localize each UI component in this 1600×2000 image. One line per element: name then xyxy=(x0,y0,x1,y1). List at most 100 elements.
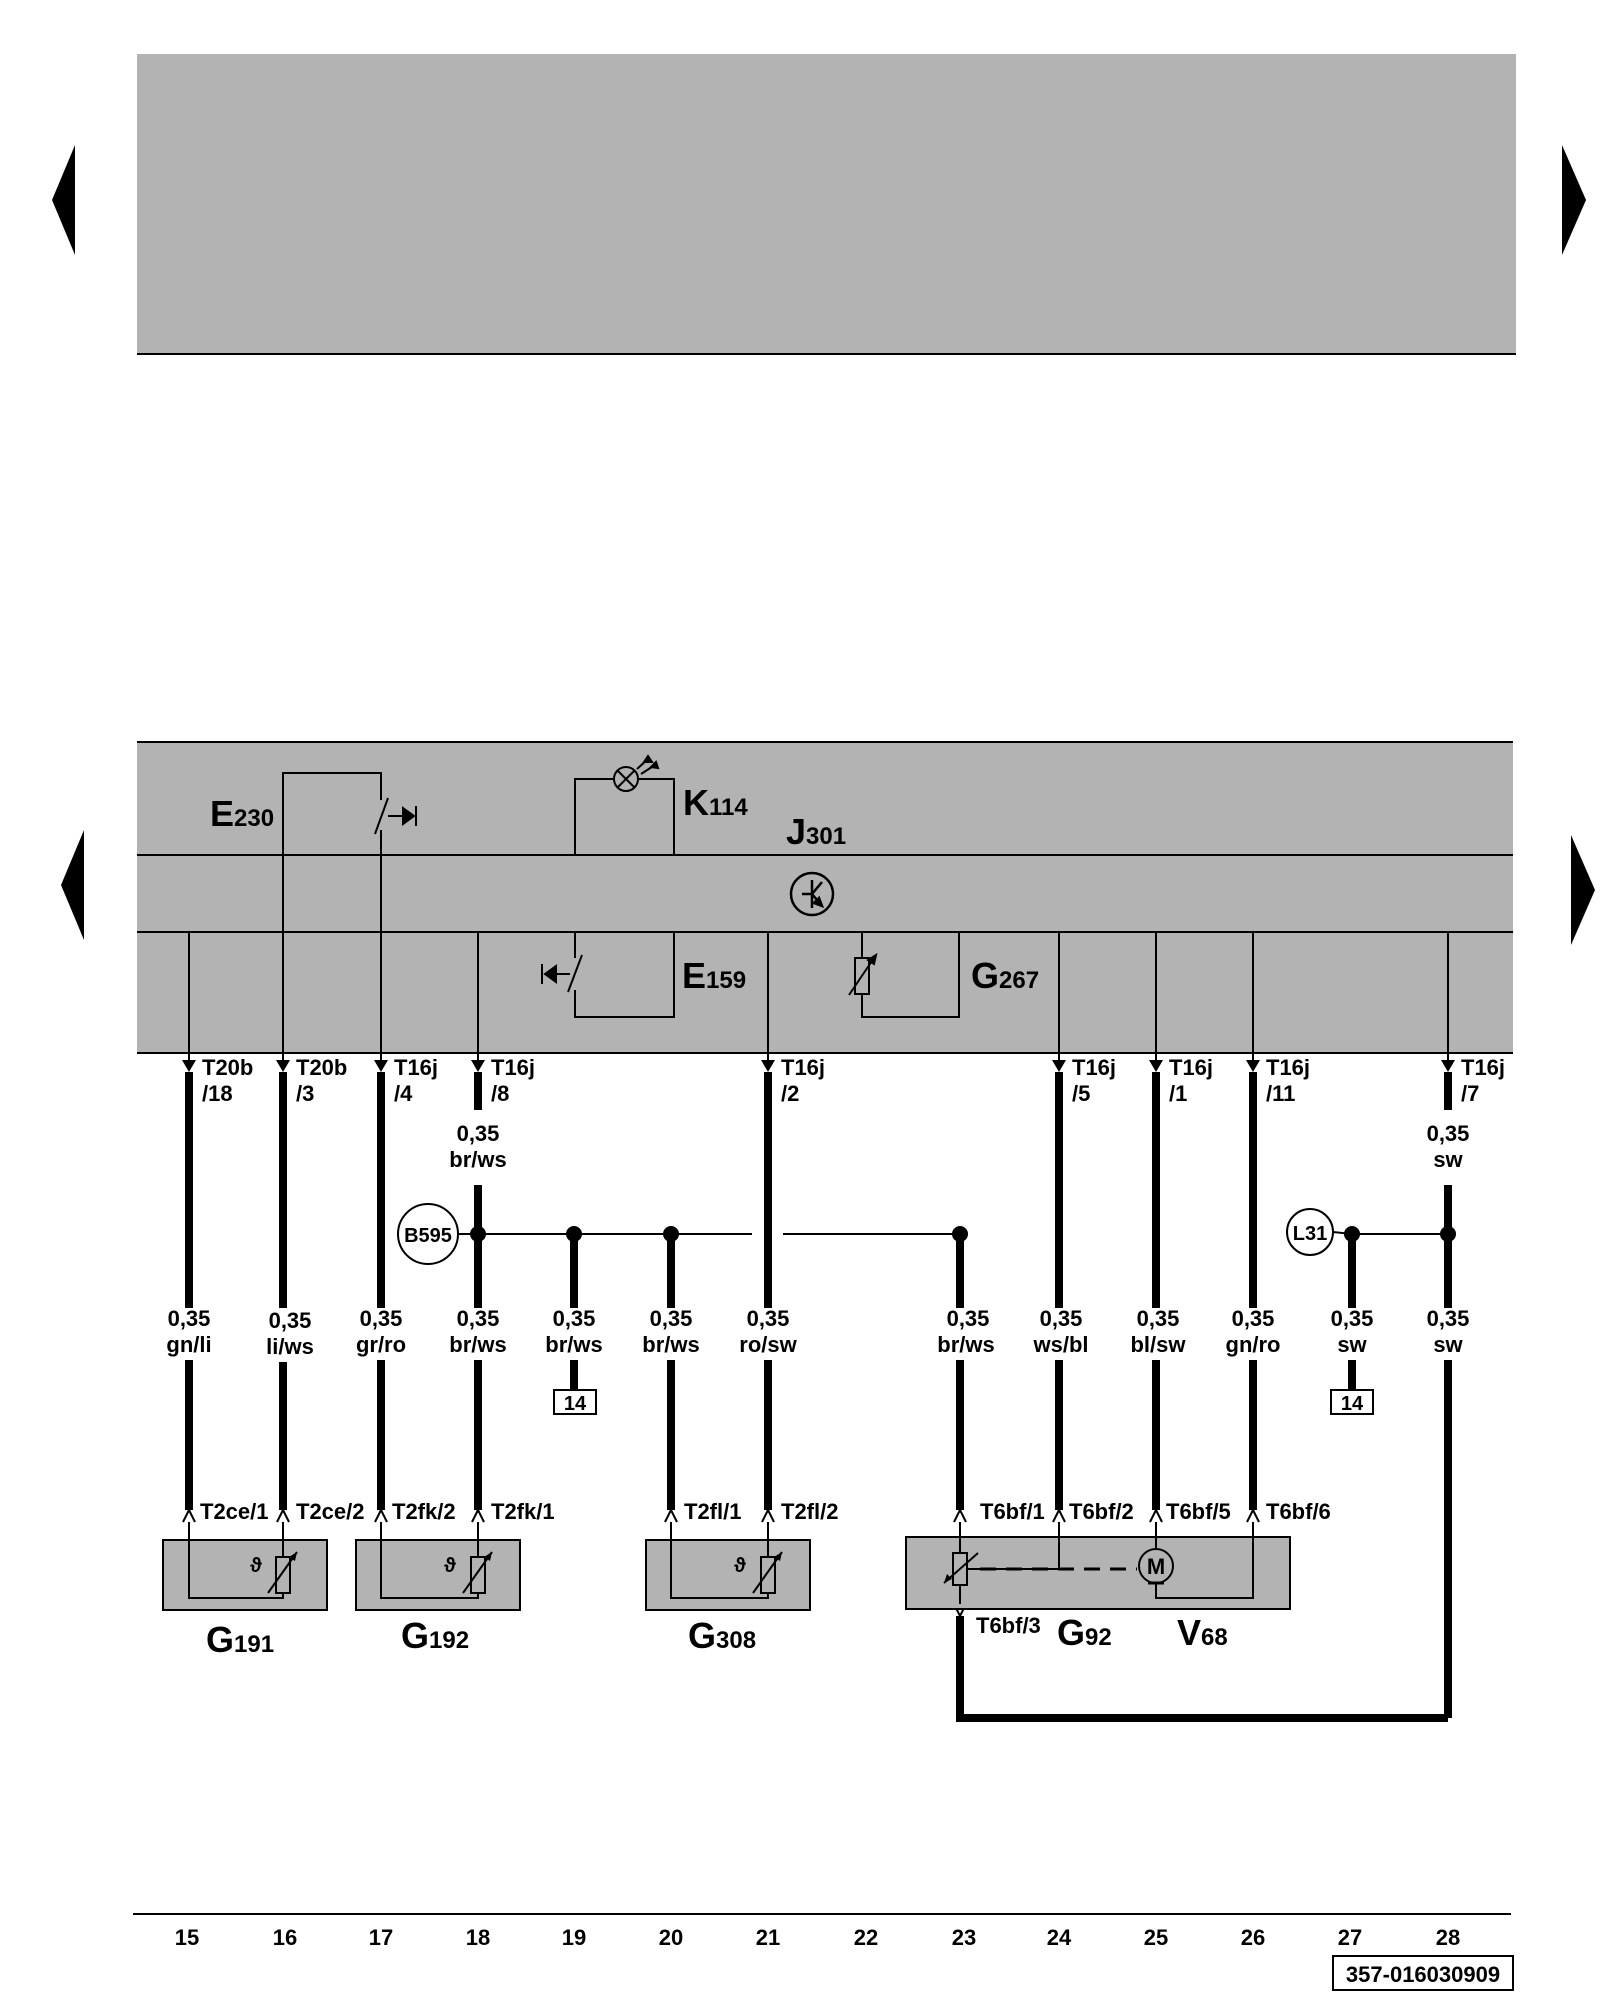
svg-text:T6bf/3: T6bf/3 xyxy=(976,1613,1041,1638)
svg-text:bl/sw: bl/sw xyxy=(1130,1332,1186,1357)
svg-text:T2ce/1: T2ce/1 xyxy=(200,1499,269,1524)
pin-labels-bottom: T2ce/1 T2ce/2 T2fk/2 T2fk/1 T2fl/1 T2fl/… xyxy=(200,1499,1331,1638)
prev-page-arrow-top[interactable] xyxy=(52,145,75,255)
svg-text:21: 21 xyxy=(756,1925,780,1950)
svg-text:/18: /18 xyxy=(202,1081,233,1106)
component-label-g192: G192 xyxy=(401,1615,469,1656)
svg-text:/3: /3 xyxy=(296,1081,314,1106)
svg-text:25: 25 xyxy=(1144,1925,1168,1950)
svg-text:J301: J301 xyxy=(786,811,846,852)
svg-text:24: 24 xyxy=(1047,1925,1072,1950)
component-label-e230: E230 xyxy=(210,793,274,834)
svg-text:22: 22 xyxy=(854,1925,878,1950)
svg-text:T6bf/5: T6bf/5 xyxy=(1166,1499,1231,1524)
svg-text:G192: G192 xyxy=(401,1615,469,1656)
svg-text:T16j: T16j xyxy=(1072,1055,1116,1080)
svg-text:ϑ: ϑ xyxy=(444,1555,456,1577)
svg-text:sw: sw xyxy=(1433,1332,1463,1357)
reference-box-27[interactable] xyxy=(1330,1389,1374,1415)
svg-text:E230: E230 xyxy=(210,793,274,834)
diagram-id: 357-016030909 xyxy=(1346,1962,1500,1987)
svg-text:0,35: 0,35 xyxy=(1427,1306,1470,1331)
svg-text:0,35: 0,35 xyxy=(168,1306,211,1331)
pin-markers xyxy=(182,1507,1260,1619)
junction-l31-label: L31 xyxy=(1293,1223,1327,1245)
svg-text:T16j: T16j xyxy=(1461,1055,1505,1080)
svg-text:28: 28 xyxy=(1436,1925,1460,1950)
svg-text:K114: K114 xyxy=(683,782,748,823)
svg-text:T6bf/6: T6bf/6 xyxy=(1266,1499,1331,1524)
svg-text:sw: sw xyxy=(1337,1332,1367,1357)
prev-page-arrow-mid[interactable] xyxy=(61,830,84,940)
svg-text:18: 18 xyxy=(466,1925,490,1950)
lamp-k114-icon xyxy=(574,754,675,855)
next-page-arrow-mid[interactable] xyxy=(1571,835,1595,945)
top-component-panel xyxy=(137,54,1516,354)
svg-text:T2fk/1: T2fk/1 xyxy=(491,1499,555,1524)
svg-text:/1: /1 xyxy=(1169,1081,1187,1106)
reference-number-27[interactable]: 14 xyxy=(1341,1393,1364,1415)
svg-text:/2: /2 xyxy=(781,1081,799,1106)
sensor-g192-box: ϑ xyxy=(355,1522,521,1611)
svg-text:19: 19 xyxy=(562,1925,586,1950)
svg-text:ϑ: ϑ xyxy=(734,1555,746,1577)
junction-b595-label: B595 xyxy=(404,1225,452,1247)
svg-text:0,35: 0,35 xyxy=(360,1306,403,1331)
component-label-j301: J301 xyxy=(786,811,846,852)
svg-text:T2fl/1: T2fl/1 xyxy=(684,1499,741,1524)
svg-text:0,35: 0,35 xyxy=(457,1306,500,1331)
svg-text:T20b: T20b xyxy=(296,1055,347,1080)
svg-text:0,35: 0,35 xyxy=(1427,1121,1470,1146)
svg-text:20: 20 xyxy=(659,1925,683,1950)
actuator-g92-v68-box: M xyxy=(905,1522,1291,1610)
svg-text:0,35: 0,35 xyxy=(747,1306,790,1331)
svg-text:G191: G191 xyxy=(206,1619,274,1660)
column-numbers: 15 16 17 18 19 20 21 22 23 24 25 26 27 2… xyxy=(175,1925,1460,1950)
component-label-v68: V68 xyxy=(1177,1612,1228,1653)
svg-text:0,35: 0,35 xyxy=(457,1121,500,1146)
svg-text:T16j: T16j xyxy=(1266,1055,1310,1080)
diagram-id-box xyxy=(1332,1955,1514,1991)
svg-text:/5: /5 xyxy=(1072,1081,1090,1106)
svg-text:/4: /4 xyxy=(394,1081,413,1106)
svg-text:T2fl/2: T2fl/2 xyxy=(781,1499,838,1524)
connector-labels-top: T20b /18 T20b /3 T16j /4 T16j /8 T16j /2… xyxy=(202,1055,1505,1106)
connector-markers xyxy=(182,1060,1455,1072)
svg-text:T16j: T16j xyxy=(491,1055,535,1080)
svg-text:0,35: 0,35 xyxy=(553,1306,596,1331)
next-page-arrow-top[interactable] xyxy=(1562,145,1586,255)
svg-text:gn/li: gn/li xyxy=(166,1332,211,1357)
svg-text:0,35: 0,35 xyxy=(1331,1306,1374,1331)
svg-text:/7: /7 xyxy=(1461,1081,1479,1106)
svg-text:sw: sw xyxy=(1433,1147,1463,1172)
svg-text:23: 23 xyxy=(952,1925,976,1950)
junction-dots xyxy=(470,1226,1456,1242)
svg-text:gn/ro: gn/ro xyxy=(1226,1332,1281,1357)
component-label-k114: K114 xyxy=(683,782,748,823)
svg-text:ws/bl: ws/bl xyxy=(1032,1332,1088,1357)
component-label-e159: E159 xyxy=(682,955,746,996)
svg-text:/8: /8 xyxy=(491,1081,509,1106)
lower-wire-labels: 0,35 gn/li 0,35 li/ws 0,35 gr/ro 0,35 br… xyxy=(156,1306,1481,1362)
svg-text:V68: V68 xyxy=(1177,1612,1228,1653)
svg-text:0,35: 0,35 xyxy=(269,1308,312,1333)
reference-box-19[interactable] xyxy=(553,1389,597,1415)
svg-text:li/ws: li/ws xyxy=(266,1334,314,1359)
svg-text:0,35: 0,35 xyxy=(1137,1306,1180,1331)
svg-text:T16j: T16j xyxy=(781,1055,825,1080)
svg-text:gr/ro: gr/ro xyxy=(356,1332,406,1357)
svg-text:27: 27 xyxy=(1338,1925,1362,1950)
control-unit-block xyxy=(137,742,1513,1053)
svg-text:br/ws: br/ws xyxy=(449,1147,506,1172)
svg-text:M: M xyxy=(1147,1554,1165,1579)
component-label-g92: G92 xyxy=(1057,1612,1112,1653)
svg-text:15: 15 xyxy=(175,1925,199,1950)
svg-text:T2ce/2: T2ce/2 xyxy=(296,1499,365,1524)
svg-text:0,35: 0,35 xyxy=(1232,1306,1275,1331)
svg-text:br/ws: br/ws xyxy=(449,1332,506,1357)
reference-number-19[interactable]: 14 xyxy=(564,1393,587,1415)
component-label-g267: G267 xyxy=(971,955,1039,996)
svg-text:br/ws: br/ws xyxy=(642,1332,699,1357)
svg-text:G308: G308 xyxy=(688,1615,756,1656)
